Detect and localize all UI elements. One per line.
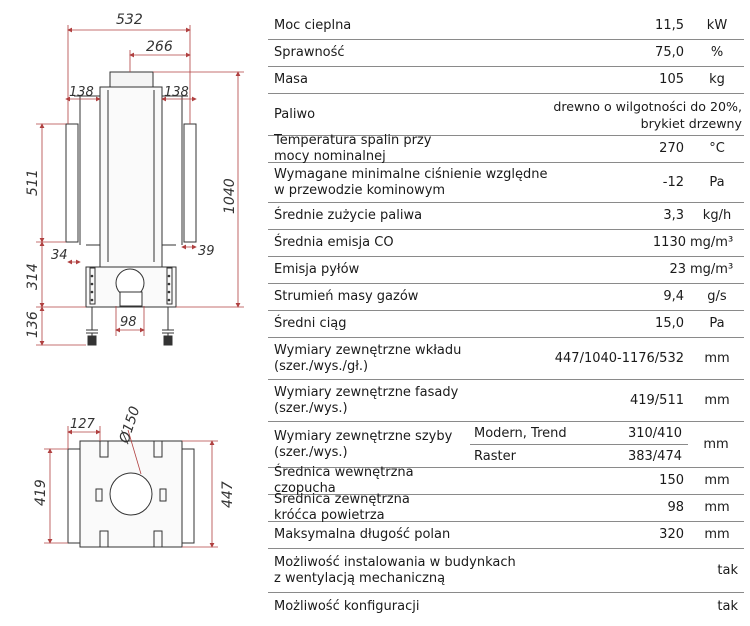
spec-value: 75,0 [655, 45, 684, 60]
dim-side-left: 138 [69, 85, 94, 100]
spec-unit: tak [717, 598, 738, 614]
spec-label: Średnie zużycie paliwa [274, 208, 423, 223]
spec-table: Moc cieplna 11,5 kW Sprawność 75,0 % Mas… [268, 13, 744, 620]
spec-unit: mg/m³ [690, 262, 734, 277]
dim-left-step: 34 [51, 248, 68, 263]
dim-flue: 266 [146, 39, 173, 55]
spec-value: 3,3 [663, 208, 684, 223]
dim-feet: 136 [25, 311, 41, 338]
spec-row-average-draft: Średni ciąg 15,0 Pa [268, 311, 744, 338]
spec-row-dust-emission: Emisja pyłów 23 mg/m³ [268, 257, 744, 284]
dim-right-step: 39 [198, 244, 215, 259]
spec-unit: g/s [707, 289, 727, 304]
spec-unit: mm [704, 473, 730, 488]
spec-value: drewno o wilgotności do 20%, brykiet drz… [553, 98, 742, 131]
spec-label: Średni ciąg [274, 316, 347, 331]
spec-value: 23 [669, 262, 686, 277]
spec-value: 9,4 [663, 289, 684, 304]
spec-row-draft-pressure: Wymagane minimalne ciśnienie względne w … [268, 163, 744, 203]
glass-variant-name: Raster [474, 448, 516, 464]
spec-value: 320 [659, 527, 684, 542]
spec-value: -12 [662, 174, 684, 190]
glass-variant-value: 310/410 [627, 425, 682, 441]
front-view-drawing [65, 71, 197, 346]
spec-label: Możliwość instalowania w budynkach z wen… [274, 554, 516, 586]
spec-row-efficiency: Sprawność 75,0 % [268, 40, 744, 67]
spec-label: Emisja pyłów [274, 262, 360, 277]
spec-value: 15,0 [655, 316, 684, 331]
dim-depth-left: 419 [33, 479, 49, 506]
spec-row-configuration: Możliwość konfiguracji tak [268, 593, 744, 620]
front-view-dimensions: 532 266 138 138 511 1040 34 39 314 98 13… [25, 12, 238, 338]
spec-label: Temperatura spalin przy mocy nominalnej [274, 133, 432, 164]
spec-value: 98 [667, 500, 684, 515]
spec-row-fuel-consumption: Średnie zużycie paliwa 3,3 kg/h [268, 203, 744, 230]
glass-variant-row: Raster 383/474 [470, 444, 688, 467]
spec-row-max-log-length: Maksymalna długość polan 320 mm [268, 522, 744, 549]
spec-row-heat-output: Moc cieplna 11,5 kW [268, 13, 744, 40]
spec-label: Maksymalna długość polan [274, 527, 451, 542]
spec-unit: mm [704, 527, 730, 542]
dim-side-right: 138 [164, 85, 189, 100]
spec-label: Moc cieplna [274, 18, 352, 33]
dim-depth-right: 447 [220, 481, 236, 508]
spec-unit: mm [704, 350, 730, 366]
spec-row-flue-temp: Temperatura spalin przy mocy nominalnej … [268, 133, 744, 164]
spec-unit: Pa [709, 174, 725, 190]
spec-unit: kW [706, 18, 728, 33]
spec-label: Wymiary zewnętrzne szyby (szer./wys.) [274, 428, 453, 460]
spec-value: 11,5 [655, 18, 684, 33]
spec-row-mass: Masa 105 kg [268, 67, 744, 94]
glass-variant-row: Modern, Trend 310/410 [470, 422, 688, 444]
spec-row-flue-inner-diameter: Średnica wewnętrzna czopucha 150 mm [268, 465, 744, 496]
spec-unit: tak [717, 562, 738, 578]
spec-label: Średnia emisja CO [274, 235, 394, 250]
spec-value: 1130 [652, 235, 686, 250]
spec-unit: kg [709, 72, 725, 87]
dim-diameter: Ø150 [116, 404, 143, 446]
spec-row-co-emission: Średnia emisja CO 1130 mg/m³ [268, 230, 744, 257]
top-view-drawing [67, 440, 195, 548]
spec-label: Strumień masy gazów [274, 289, 419, 304]
spec-row-air-inlet-diameter: Średnica zewnętrzna króćca powietrza 98 … [268, 492, 744, 523]
spec-label: Masa [274, 72, 308, 87]
technical-drawings: 532 266 138 138 511 1040 34 39 314 98 13… [25, 12, 244, 548]
dim-offset: 127 [70, 417, 96, 432]
spec-value: 150 [659, 473, 684, 488]
spec-label: Średnica zewnętrzna króćca powietrza [274, 492, 410, 523]
spec-unit: mm [703, 437, 729, 452]
spec-value: 105 [659, 72, 684, 87]
spec-unit: Pa [709, 316, 725, 331]
spec-unit: mg/m³ [690, 235, 734, 250]
glass-variant-value: 383/474 [627, 448, 682, 464]
dim-duct: 98 [120, 315, 137, 330]
spec-unit: °C [709, 141, 725, 156]
spec-row-mechanical-ventilation: Możliwość instalowania w budynkach z wen… [268, 549, 744, 593]
spec-unit: mm [704, 392, 730, 408]
spec-value: 270 [659, 141, 684, 156]
spec-value: 419/511 [629, 392, 684, 408]
spec-row-facade-dimensions: Wymiary zewnętrzne fasady (szer./wys.) 4… [268, 380, 744, 422]
spec-row-fuel: Paliwo drewno o wilgotności do 20%, bryk… [268, 94, 744, 136]
spec-unit: % [710, 45, 724, 60]
spec-label: Wymagane minimalne ciśnienie względne w … [274, 166, 548, 198]
glass-variants: Modern, Trend 310/410 Raster 383/474 [470, 422, 688, 467]
spec-label: Sprawność [274, 45, 345, 60]
spec-unit: mm [704, 500, 730, 515]
spec-row-glass-dimensions: Wymiary zewnętrzne szyby (szer./wys.) Mo… [268, 422, 744, 468]
spec-unit: kg/h [702, 208, 732, 223]
spec-label: Paliwo [274, 106, 316, 122]
dim-lower: 314 [25, 263, 41, 290]
spec-value: 447/1040-1176/532 [554, 350, 684, 366]
spec-row-gas-mass-flow: Strumień masy gazów 9,4 g/s [268, 284, 744, 311]
spec-row-insert-dimensions: Wymiary zewnętrzne wkładu (szer./wys./gł… [268, 338, 744, 380]
spec-label: Średnica wewnętrzna czopucha [274, 465, 414, 496]
dim-width: 532 [116, 12, 143, 28]
dim-upper: 511 [25, 169, 41, 196]
glass-variant-name: Modern, Trend [474, 425, 567, 441]
spec-label: Wymiary zewnętrzne fasady (szer./wys.) [274, 384, 459, 416]
dim-total-height: 1040 [222, 178, 238, 214]
spec-label: Możliwość konfiguracji [274, 598, 420, 614]
spec-label: Wymiary zewnętrzne wkładu (szer./wys./gł… [274, 342, 462, 374]
